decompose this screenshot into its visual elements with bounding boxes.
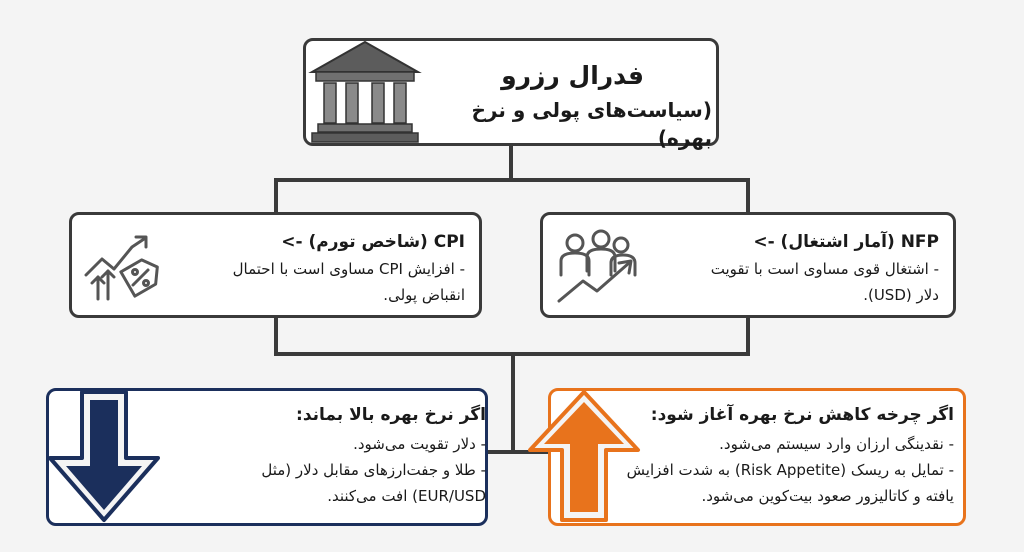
inflation-chart-icon <box>84 235 159 301</box>
high-rate-title: اگر نرخ بهره بالا بماند: <box>296 405 486 425</box>
nfp-box: NFP (آمار اشتغال) -> - اشتغال قوی مساوی … <box>540 212 956 318</box>
rate-cut-line-2: - تمایل به ریسک (Risk Appetite) به شدت ا… <box>626 461 954 479</box>
nfp-line-2: دلار (USD). <box>863 286 939 304</box>
header-subtitle: (سیاست‌های پولی و نرخ بهره) <box>471 98 712 150</box>
high-rate-line-3: EUR/USD) افت می‌کنند. <box>327 487 486 505</box>
high-rate-line-1: - دلار تقویت می‌شود. <box>353 435 486 453</box>
cpi-title: CPI (شاخص تورم) -> <box>281 232 465 252</box>
nfp-title: NFP (آمار اشتغال) -> <box>753 232 939 252</box>
bank-building-icon <box>308 40 422 143</box>
nfp-line-1: - اشتغال قوی مساوی است با تقویت <box>710 260 939 278</box>
arrow-down-icon <box>48 390 160 522</box>
rate-cut-box <box>548 388 966 526</box>
cpi-line-2: انقباض پولی. <box>383 286 465 304</box>
rate-cut-line-3: یافته و کاتالیزور صعود بیت‌کوین می‌شود. <box>701 487 954 505</box>
high-rate-line-2: - طلا و جفت‌ارزهای مقابل دلار (مثل <box>261 461 486 479</box>
employment-growth-icon <box>557 229 637 303</box>
rate-cut-title: اگر چرخه کاهش نرخ بهره آغاز شود: <box>650 405 954 425</box>
arrow-up-icon <box>528 390 640 522</box>
header-title: فدرال رزرو <box>501 61 644 90</box>
rate-cut-line-1: - نقدینگی ارزان وارد سیستم می‌شود. <box>719 435 954 453</box>
cpi-box: CPI (شاخص تورم) -> - افزایش CPI مساوی اس… <box>69 212 482 318</box>
cpi-line-1: - افزایش CPI مساوی است با احتمال <box>232 260 465 278</box>
